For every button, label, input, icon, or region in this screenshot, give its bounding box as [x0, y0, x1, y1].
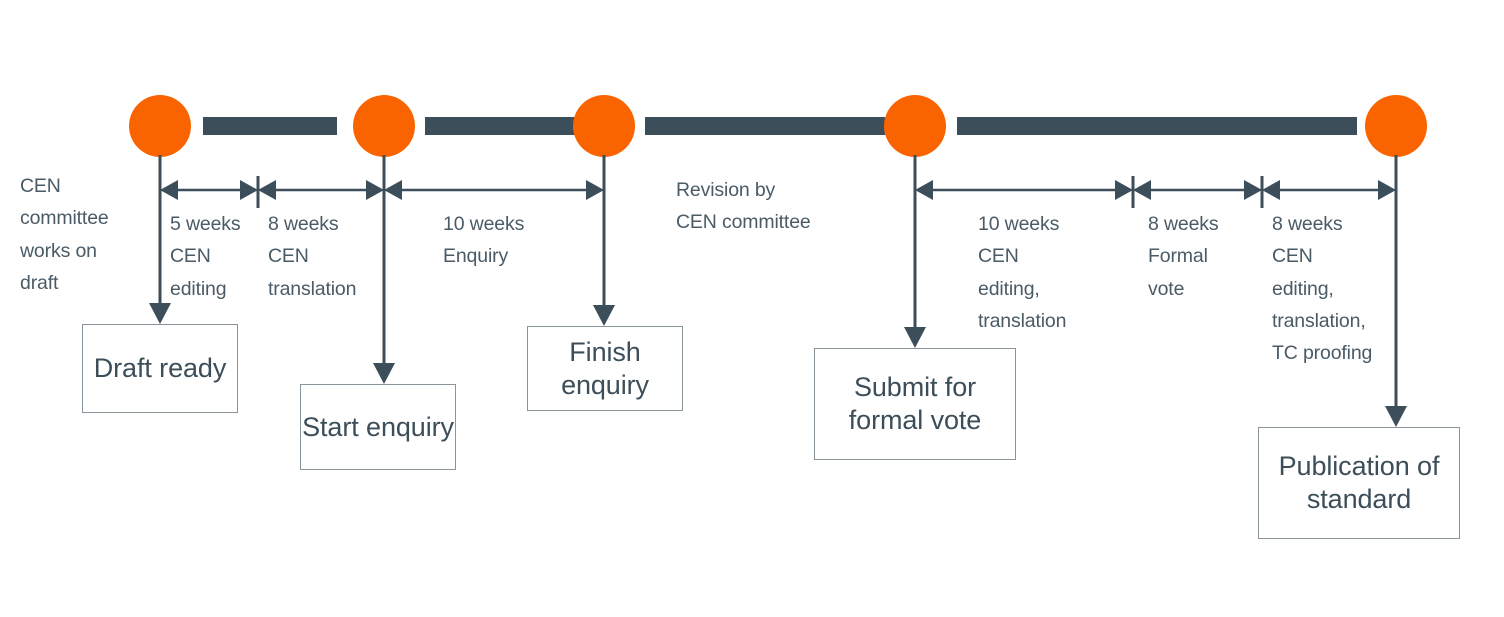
phase-label-10-weeks-cen-editing-translation: 10 weeks CEN editing, translation [978, 213, 1067, 333]
node-box-start-enquiry[interactable]: Start enquiry [300, 384, 456, 470]
milestone-dot-draft-ready[interactable] [129, 95, 191, 157]
dimension-arrow-8-weeks-tc-proofing [1262, 180, 1396, 200]
milestone-dot-start-enquiry[interactable] [353, 95, 415, 157]
dimension-arrow-5-weeks [160, 180, 258, 200]
phase-label-8-weeks-cen-editing-translation-tc-proofing: 8 weeks CEN editing, translation, TC pro… [1272, 213, 1373, 365]
drop-arrow-start-enquiry [373, 155, 395, 384]
note-revision-by-cen-committee: Revision by CEN committee [676, 179, 811, 234]
track-bar-3 [645, 117, 885, 135]
milestone-dot-finish-enquiry[interactable] [573, 95, 635, 157]
phase-label-10-weeks-enquiry: 10 weeks Enquiry [443, 213, 525, 268]
track-bar-2 [425, 117, 580, 135]
drop-arrow-draft-ready [149, 155, 171, 324]
node-box-draft-ready[interactable]: Draft ready [82, 324, 238, 413]
track-bar-4 [957, 117, 1357, 135]
track-bar-1 [203, 117, 337, 135]
drop-arrow-publication [1385, 155, 1407, 427]
note-cen-committee-works-on-draft: CEN committee works on draft [20, 175, 109, 295]
node-box-finish-enquiry[interactable]: Finish enquiry [527, 326, 683, 411]
milestone-dot-publication[interactable] [1365, 95, 1427, 157]
drop-arrow-submit-formal-vote [904, 155, 926, 348]
milestone-dot-submit-formal-vote[interactable] [884, 95, 946, 157]
drop-arrow-finish-enquiry [593, 155, 615, 326]
dimension-arrow-8-weeks-formal-vote [1133, 180, 1262, 200]
node-box-publication-of-standard[interactable]: Publication of standard [1258, 427, 1460, 539]
dimension-arrow-10-weeks-enquiry [384, 180, 604, 200]
phase-label-8-weeks-cen-translation: 8 weeks CEN translation [268, 213, 357, 300]
dimension-arrow-8-weeks-translation [258, 180, 384, 200]
phase-label-8-weeks-formal-vote: 8 weeks Formal vote [1148, 213, 1219, 300]
dimension-arrow-10-weeks-editing [915, 180, 1133, 200]
node-box-submit-for-formal-vote[interactable]: Submit for formal vote [814, 348, 1016, 460]
phase-label-5-weeks-cen-editing: 5 weeks CEN editing [170, 213, 241, 300]
